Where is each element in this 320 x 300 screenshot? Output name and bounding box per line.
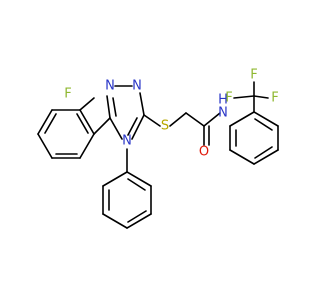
atom-fluorine-3: F (250, 68, 257, 83)
acetamide-linker (143, 112, 221, 146)
atom-fluorine-2: F (271, 91, 278, 106)
atom-oxygen: O (199, 145, 209, 160)
atom-sulfur: S (161, 119, 169, 134)
phenyl-ring (102, 148, 152, 229)
atom-nitrogen-1: N (105, 79, 115, 94)
atom-hydrogen-amide: H (218, 93, 228, 108)
atom-fluorine-1: F (225, 91, 232, 106)
atom-nitrogen-amide: N (218, 106, 228, 121)
triazole-ring (93, 85, 145, 140)
molecule-canvas: F N N N S O N H F F F (37, 68, 279, 229)
trifluoromethylphenyl-ring (229, 95, 279, 165)
molecule-structure: F N N N S O N H F F F (37, 68, 279, 229)
atom-nitrogen-2: N (132, 79, 142, 94)
atom-nitrogen-4: N (122, 134, 132, 149)
atom-fluorine-aryl: F (64, 87, 71, 102)
fluorophenyl-ring (37, 97, 95, 159)
trifluoromethyl-group (233, 81, 269, 99)
